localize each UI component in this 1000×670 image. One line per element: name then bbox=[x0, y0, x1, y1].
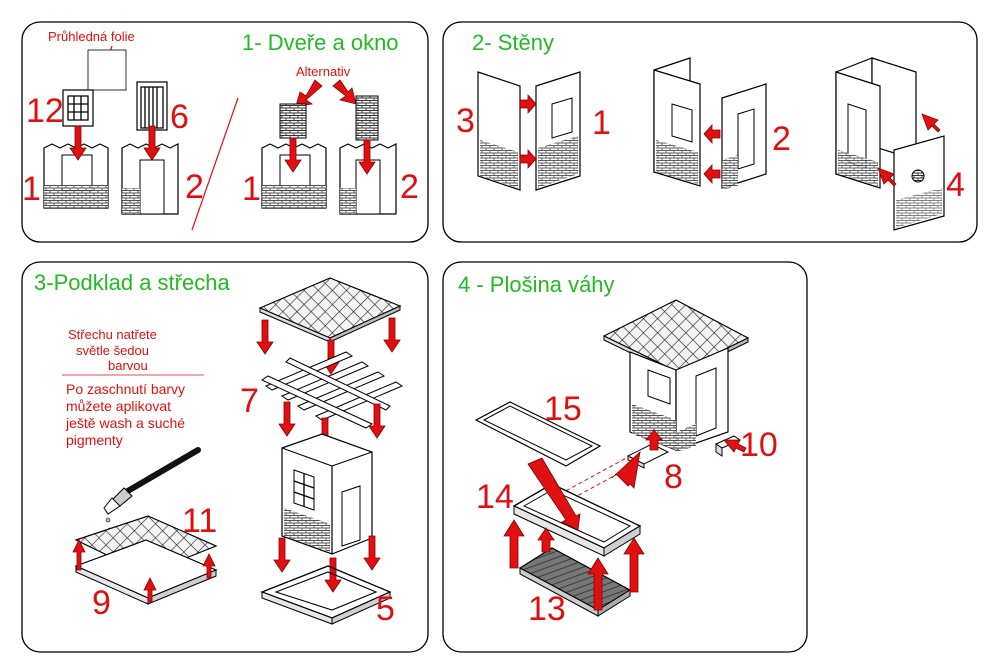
part-number-14: 14 bbox=[476, 478, 514, 516]
panel-title: 3-Podklad a střecha bbox=[34, 270, 230, 295]
note-pigment-line-1: Po zaschnutí barvy bbox=[66, 381, 185, 397]
part-number-11: 11 bbox=[182, 502, 217, 540]
roof-beams-part bbox=[260, 351, 404, 429]
three-wall-assembly bbox=[835, 57, 917, 189]
red-arrow-icon bbox=[143, 577, 157, 603]
base-plate-part bbox=[74, 539, 218, 605]
red-arrow-icon bbox=[645, 429, 663, 451]
panel-frame bbox=[21, 261, 429, 653]
panel-title: 1- Dveře a okno bbox=[242, 30, 399, 55]
panel-doors-window: 1- Dveře a okno Průhledná folie 12 6 1 bbox=[21, 21, 429, 243]
red-arrow-icon bbox=[723, 439, 747, 453]
part-number-9: 9 bbox=[92, 584, 111, 622]
note-pigment-line-3: ještě wash a suché bbox=[65, 415, 185, 431]
front-wall-part-alt bbox=[261, 143, 327, 209]
red-arrow-icon bbox=[921, 113, 941, 133]
red-arrow-icon bbox=[587, 557, 609, 611]
label-alternative: Alternativ bbox=[296, 64, 351, 79]
red-arrow-icon bbox=[273, 537, 291, 573]
part-number-8: 8 bbox=[664, 458, 683, 496]
scale-house-assembly bbox=[602, 299, 750, 452]
red-arrow-icon bbox=[332, 79, 357, 105]
window-frame-part bbox=[62, 89, 94, 127]
base-frame-part bbox=[260, 565, 392, 625]
part-number-10: 10 bbox=[740, 426, 778, 464]
label-transparent-film: Průhledná folie bbox=[48, 29, 135, 44]
red-arrow-icon bbox=[202, 553, 216, 579]
panel-frame bbox=[442, 21, 978, 243]
panel-base-roof: 3-Podklad a střecha Střechu natřete svět… bbox=[21, 261, 429, 653]
part-number-13: 13 bbox=[528, 590, 566, 628]
part-number-1: 1 bbox=[22, 170, 41, 208]
part-number-1-alt: 1 bbox=[242, 170, 261, 208]
part-number-2-alt: 2 bbox=[400, 168, 419, 206]
part-number-3: 3 bbox=[456, 102, 475, 140]
part-number-6: 6 bbox=[170, 98, 189, 136]
part-number-1: 1 bbox=[592, 104, 611, 142]
corner-walls-assembly bbox=[653, 57, 701, 187]
dashed-guide bbox=[559, 455, 631, 495]
note-pigment-line-2: můžete aplikovat bbox=[66, 398, 171, 414]
panel-frame bbox=[21, 21, 429, 243]
red-arrow-icon bbox=[527, 457, 581, 531]
side-wall-part bbox=[121, 143, 179, 215]
note-paint-line-2: světle šedou bbox=[76, 343, 149, 358]
note-paint-line-3: barvou bbox=[108, 358, 148, 373]
scale-cover-part bbox=[474, 401, 602, 467]
part-number-7: 7 bbox=[240, 382, 259, 420]
note-pigment-line-4: pigmenty bbox=[66, 432, 123, 448]
panel-title: 4 - Plošina váhy bbox=[458, 272, 615, 297]
red-arrow-icon bbox=[519, 93, 537, 115]
front-wall-part bbox=[43, 143, 109, 209]
red-arrow-icon bbox=[703, 163, 721, 185]
door-part bbox=[136, 81, 168, 131]
roof-tiles-part bbox=[258, 277, 402, 343]
part-number-12: 12 bbox=[26, 92, 64, 130]
part-number-4: 4 bbox=[946, 166, 965, 204]
wall-3-part bbox=[477, 71, 521, 191]
film-sheet bbox=[87, 49, 127, 91]
panel-scale-platform: 4 - Plošina váhy 15 8 10 bbox=[442, 261, 808, 653]
panel-frame bbox=[442, 261, 808, 653]
brick-panel-door-alt bbox=[355, 95, 379, 141]
divider-line bbox=[191, 97, 239, 231]
wall-4-part bbox=[893, 135, 945, 231]
red-arrow-icon bbox=[383, 317, 401, 353]
panel-title: 2- Stěny bbox=[472, 30, 554, 55]
scale-deck-part bbox=[518, 547, 632, 617]
red-arrow-icon bbox=[611, 450, 641, 489]
red-arrow-icon bbox=[623, 537, 645, 593]
brick-panel-window-alt bbox=[279, 103, 307, 139]
red-arrow-icon bbox=[295, 79, 323, 107]
red-arrow-icon bbox=[363, 535, 381, 571]
red-arrow-icon bbox=[537, 527, 555, 553]
red-arrow-icon bbox=[519, 148, 537, 170]
note-paint-line-1: Střechu natřete bbox=[68, 327, 157, 342]
red-arrow-icon bbox=[503, 519, 525, 569]
panel-walls: 2- Stěny 3 1 2 bbox=[442, 21, 978, 243]
red-arrow-icon bbox=[256, 319, 274, 355]
red-arrow-icon bbox=[278, 401, 296, 437]
wall-2-part bbox=[721, 83, 767, 190]
part-number-2: 2 bbox=[772, 120, 791, 158]
red-arrow-icon bbox=[703, 123, 721, 145]
part-number-2: 2 bbox=[185, 168, 204, 206]
red-arrow-icon bbox=[877, 167, 897, 187]
wall-1-part bbox=[535, 71, 581, 191]
red-arrow-icon bbox=[72, 539, 86, 571]
red-arrow-icon bbox=[368, 403, 386, 439]
house-body-assembly bbox=[281, 433, 373, 555]
part-number-5: 5 bbox=[376, 590, 395, 628]
part-number-15: 15 bbox=[544, 390, 582, 428]
red-arrow-icon bbox=[324, 557, 342, 593]
